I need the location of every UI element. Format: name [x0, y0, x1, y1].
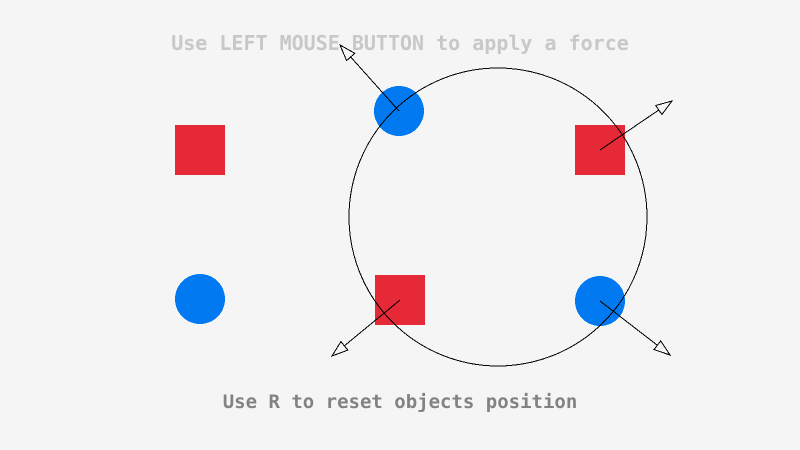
force-arrow-head-2 — [654, 100, 674, 116]
force-arrow-line-2 — [599, 109, 660, 151]
force-arrow-line-4 — [599, 300, 658, 346]
red-square-left[interactable] — [175, 125, 225, 175]
force-arrow-head-4 — [653, 340, 672, 356]
blue-circle-left[interactable] — [175, 274, 225, 324]
boundary-circle — [348, 67, 648, 367]
force-arrow-line-3 — [344, 299, 401, 347]
force-arrow-head-3 — [330, 340, 349, 357]
instruction-apply-force: Use LEFT MOUSE BUTTON to apply a force — [171, 31, 629, 55]
instruction-reset: Use R to reset objects position — [222, 391, 578, 413]
force-arrow-line-1 — [350, 56, 400, 112]
force-arrow-head-1 — [338, 43, 356, 62]
